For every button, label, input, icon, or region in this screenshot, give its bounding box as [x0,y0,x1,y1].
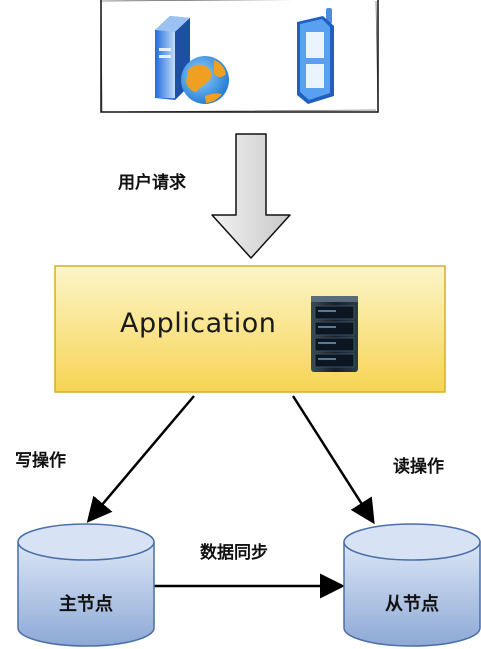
slave-database-icon [343,523,481,647]
slave-node-label: 从节点 [385,594,439,615]
data-sync-label: 数据同步 [200,543,268,563]
server-rack-icon [311,296,358,372]
request-arrow [211,133,291,259]
read-operation-label: 读操作 [393,457,444,477]
master-database-icon [17,523,155,647]
mobile-phone-icon [297,8,334,104]
client-box [100,0,379,113]
globe-icon [181,56,229,104]
application-box [54,265,446,393]
write-operation-label: 写操作 [15,451,66,471]
master-node-label: 主节点 [59,594,113,615]
application-label: Application [120,308,277,339]
user-request-label: 用户请求 [118,173,186,193]
read-arrow [291,395,375,525]
write-arrow [86,395,195,523]
